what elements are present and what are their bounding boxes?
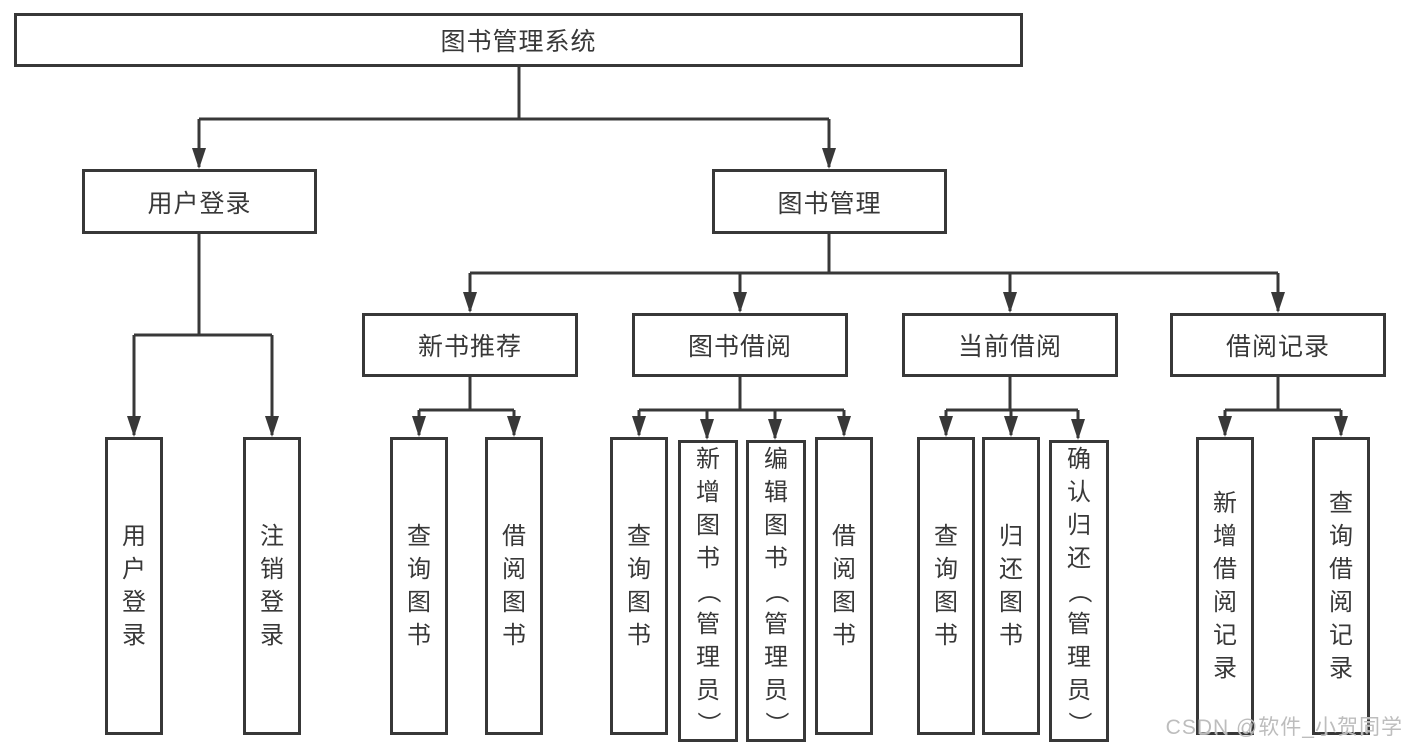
leaf-borrow-book-recommend: 借阅图书 xyxy=(485,437,543,735)
leaf-query-borrow-record: 查询借阅记录 xyxy=(1312,437,1370,735)
csdn-watermark: CSDN @软件_小贺同学 xyxy=(1165,716,1403,739)
arrowhead-icons xyxy=(127,148,1348,440)
node-label: 用户登录 xyxy=(147,189,252,218)
node-label: 当前借阅 xyxy=(957,333,1062,361)
leaf-confirm-return-admin: 确认归还（管理员） xyxy=(1049,440,1109,742)
leaf-query-book-borrow: 查询图书 xyxy=(610,437,668,735)
leaf-add-book-admin: 新增图书（管理员） xyxy=(678,440,738,742)
leaf-query-book-current: 查询图书 xyxy=(917,437,975,735)
leaf-logout: 注销登录 xyxy=(243,437,301,735)
leaf-edit-book-admin: 编辑图书（管理员） xyxy=(746,440,806,742)
node-library-management-system: 图书管理系统 xyxy=(14,13,1023,67)
node-label: 图书借阅 xyxy=(687,333,792,361)
leaf-return-book: 归还图书 xyxy=(982,437,1040,735)
node-borrow-record: 借阅记录 xyxy=(1170,313,1386,377)
node-label: 新书推荐 xyxy=(417,333,522,361)
leaf-query-book-recommend: 查询图书 xyxy=(390,437,448,735)
leaf-add-borrow-record: 新增借阅记录 xyxy=(1196,437,1254,735)
node-label: 图书管理系统 xyxy=(440,28,597,56)
node-book-management: 图书管理 xyxy=(712,169,947,234)
node-label: 借阅记录 xyxy=(1225,333,1330,361)
node-book-borrow: 图书借阅 xyxy=(632,313,848,377)
leaf-user-login: 用户登录 xyxy=(105,437,163,735)
leaf-borrow-book: 借阅图书 xyxy=(815,437,873,735)
node-label: 图书管理 xyxy=(777,189,882,218)
node-current-borrow: 当前借阅 xyxy=(902,313,1118,377)
node-user-login: 用户登录 xyxy=(82,169,317,234)
node-new-book-recommend: 新书推荐 xyxy=(362,313,578,377)
